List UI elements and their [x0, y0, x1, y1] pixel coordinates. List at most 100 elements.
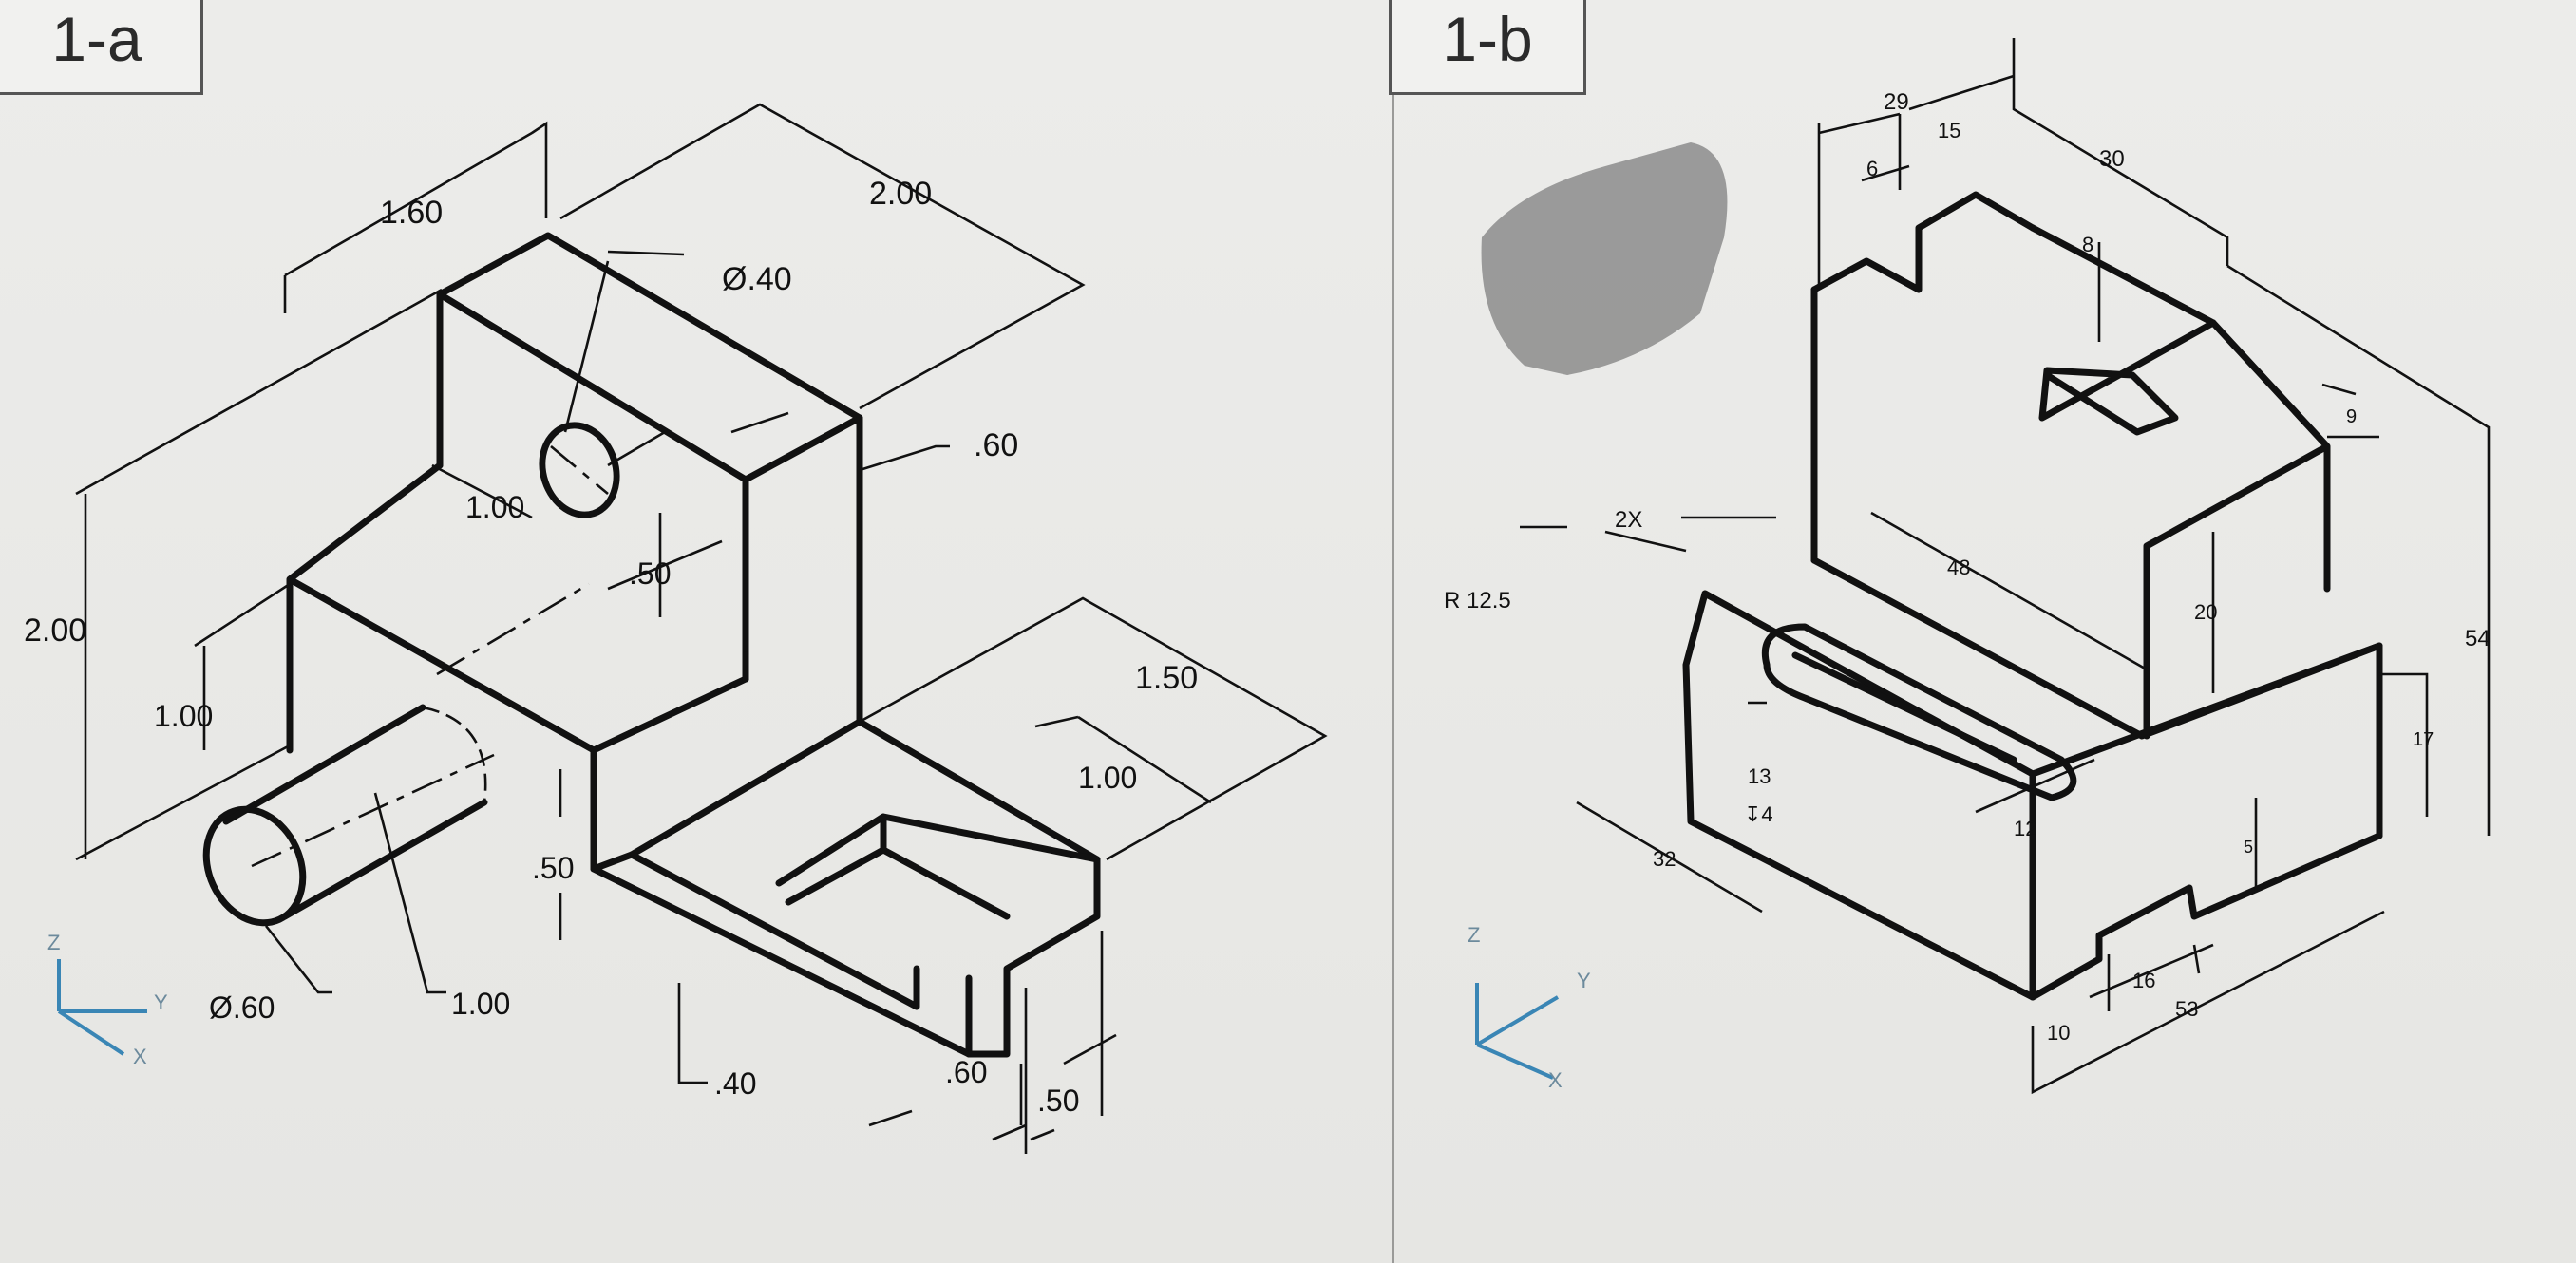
dim-line-29: [1817, 112, 1902, 285]
dim-line-inner: [431, 463, 723, 617]
dim-1b-15: 12: [2014, 817, 2036, 840]
dim-1a-14: .40: [714, 1066, 756, 1101]
dim-1a-4: .60: [974, 427, 1018, 463]
dim-1b-2: 15: [1938, 119, 1960, 142]
cylinder-sides: [222, 704, 488, 920]
dim-1b-5: 8: [2082, 233, 2093, 256]
dim-line-12: [1975, 758, 2095, 814]
axis-triad-lines-a: [57, 959, 147, 1056]
upright-top-left: [1810, 191, 2036, 293]
upright-edges: [1810, 286, 2331, 740]
part-1a-dimension-text: 1.60 2.00 Ø.40 .60 2.00 1.00 .50 1.00 1.…: [24, 176, 1198, 1118]
drawing-panel-a: [0, 0, 1392, 1263]
part-1a-dimension-lines: [75, 103, 1328, 1154]
dim-line-2-00-top: [559, 103, 1086, 410]
dim-1b-14: ↧4: [1744, 802, 1773, 826]
dim-line-0-40: [677, 983, 708, 1084]
dim-1b-6: 9: [2346, 406, 2357, 427]
dim-line-16: [2089, 943, 2214, 1011]
dim-line-48: [1870, 511, 2148, 671]
dim-1b-12: 17: [2413, 729, 2434, 750]
dim-1a-15: .60: [945, 1055, 987, 1089]
dim-1b-19: 53: [2175, 997, 2198, 1021]
dim-1a-9: 1.50: [1135, 660, 1198, 696]
dim-line-17: [2379, 672, 2429, 817]
part-1b-dimension-lines: [1520, 38, 2491, 1095]
leader-0-60: [859, 444, 950, 472]
leader-hole: [563, 260, 610, 433]
dim-1a-13: 1.00: [451, 987, 510, 1021]
dim-1b-10: 20: [2194, 600, 2217, 624]
dim-1a-6: 1.00: [154, 699, 213, 733]
dim-1a-1: 1.60: [380, 195, 443, 231]
part-1b-outline: [1682, 191, 2383, 1001]
dim-line-1-50: [859, 596, 1328, 861]
dim-1b-11: 54: [2465, 626, 2491, 651]
panel-label-b: 1-b: [1389, 0, 1586, 95]
upright-vertical-edges: [436, 291, 863, 726]
dim-1b-4: 30: [2099, 146, 2125, 172]
smudge-mark: [1481, 142, 1728, 375]
axis-y-label-b: Y: [1577, 969, 1591, 992]
axis-z-label-b: Z: [1468, 923, 1480, 947]
hole-ellipse: [539, 422, 620, 518]
dim-1b-3: 6: [1866, 157, 1878, 180]
axis-z-label-a: Z: [47, 931, 60, 954]
slot-inner: [1791, 651, 2017, 763]
cylinder-hidden-end: [422, 706, 487, 803]
part-1a-outline: [202, 232, 1101, 1058]
dim-1a-11: .50: [532, 851, 574, 885]
dim-1a-2: 2.00: [869, 176, 932, 212]
dim-line-6-15: [1861, 74, 2015, 182]
axis-triad-lines-b: [1475, 983, 1560, 1080]
dim-1b-8: 48: [1947, 556, 1970, 579]
slot-top: [1762, 623, 2077, 801]
dim-line-1-60: [283, 121, 548, 313]
base-groove: [2029, 832, 2383, 1001]
dim-1b-9: R 12.5: [1444, 588, 1511, 613]
upright-slot: [2029, 224, 2217, 436]
base-outline: [1682, 590, 2383, 1001]
dim-line-0-60: [868, 1064, 1027, 1141]
dim-1a-12: Ø.60: [209, 990, 275, 1025]
part-1a-centerlines: [251, 445, 609, 868]
dim-1b-16: 32: [1653, 847, 1676, 871]
step-centerline: [436, 582, 590, 676]
leaders-radius-2x: [1520, 516, 1776, 553]
panel-divider: [1392, 0, 1394, 1263]
cylinder-centerline: [251, 753, 495, 868]
axis-x-label-b: X: [1548, 1068, 1563, 1092]
hole-centerline: [550, 445, 609, 495]
dim-1b-17: 5: [2244, 838, 2253, 857]
drawing-1a: 1.60 2.00 Ø.40 .60 2.00 1.00 .50 1.00 1.…: [24, 103, 1328, 1154]
dim-1b-1: 29: [1884, 89, 1909, 115]
leader-cylinder-dia: [264, 925, 332, 994]
leader-cylinder-length: [373, 792, 446, 994]
upright-top-face: [436, 232, 863, 483]
dim-line-54: [2226, 264, 2491, 836]
dim-1a-7: .50: [629, 556, 671, 591]
dim-line-1-00-right: [1034, 715, 1212, 804]
dim-line-1-00-left: [194, 582, 291, 750]
panel-label-a: 1-a: [0, 0, 203, 95]
drawing-1b: 29 15 6 30 8 9 2X 48 R 12.5 20 54 17 13 …: [1444, 38, 2491, 1095]
dim-1b-20: 10: [2047, 1021, 2070, 1045]
dim-line-9: [2321, 383, 2357, 396]
leader-lines-a: [607, 250, 789, 467]
base-arm-outline: [590, 651, 973, 1058]
dim-line-30: [2012, 38, 2229, 266]
axis-triad-1b: Z Y X: [1468, 923, 1591, 1092]
dim-1a-10: 1.00: [1078, 761, 1137, 795]
dim-1a-16: .50: [1037, 1084, 1079, 1118]
dim-1b-18: 16: [2132, 969, 2155, 992]
dim-line-0-50-bottom: [1024, 931, 1117, 1154]
dim-line-32: [1576, 701, 1767, 914]
axis-y-label-a: Y: [154, 990, 168, 1014]
part-1b-dimension-text: 29 15 6 30 8 9 2X 48 R 12.5 20 54 17 13 …: [1444, 89, 2491, 1045]
axis-x-label-a: X: [133, 1045, 147, 1068]
dim-1b-7: 2X: [1615, 507, 1642, 533]
dim-line-2-00-left: [75, 288, 443, 861]
fork-tine: [775, 813, 1101, 887]
dim-1a-8: 1.00: [465, 490, 524, 524]
